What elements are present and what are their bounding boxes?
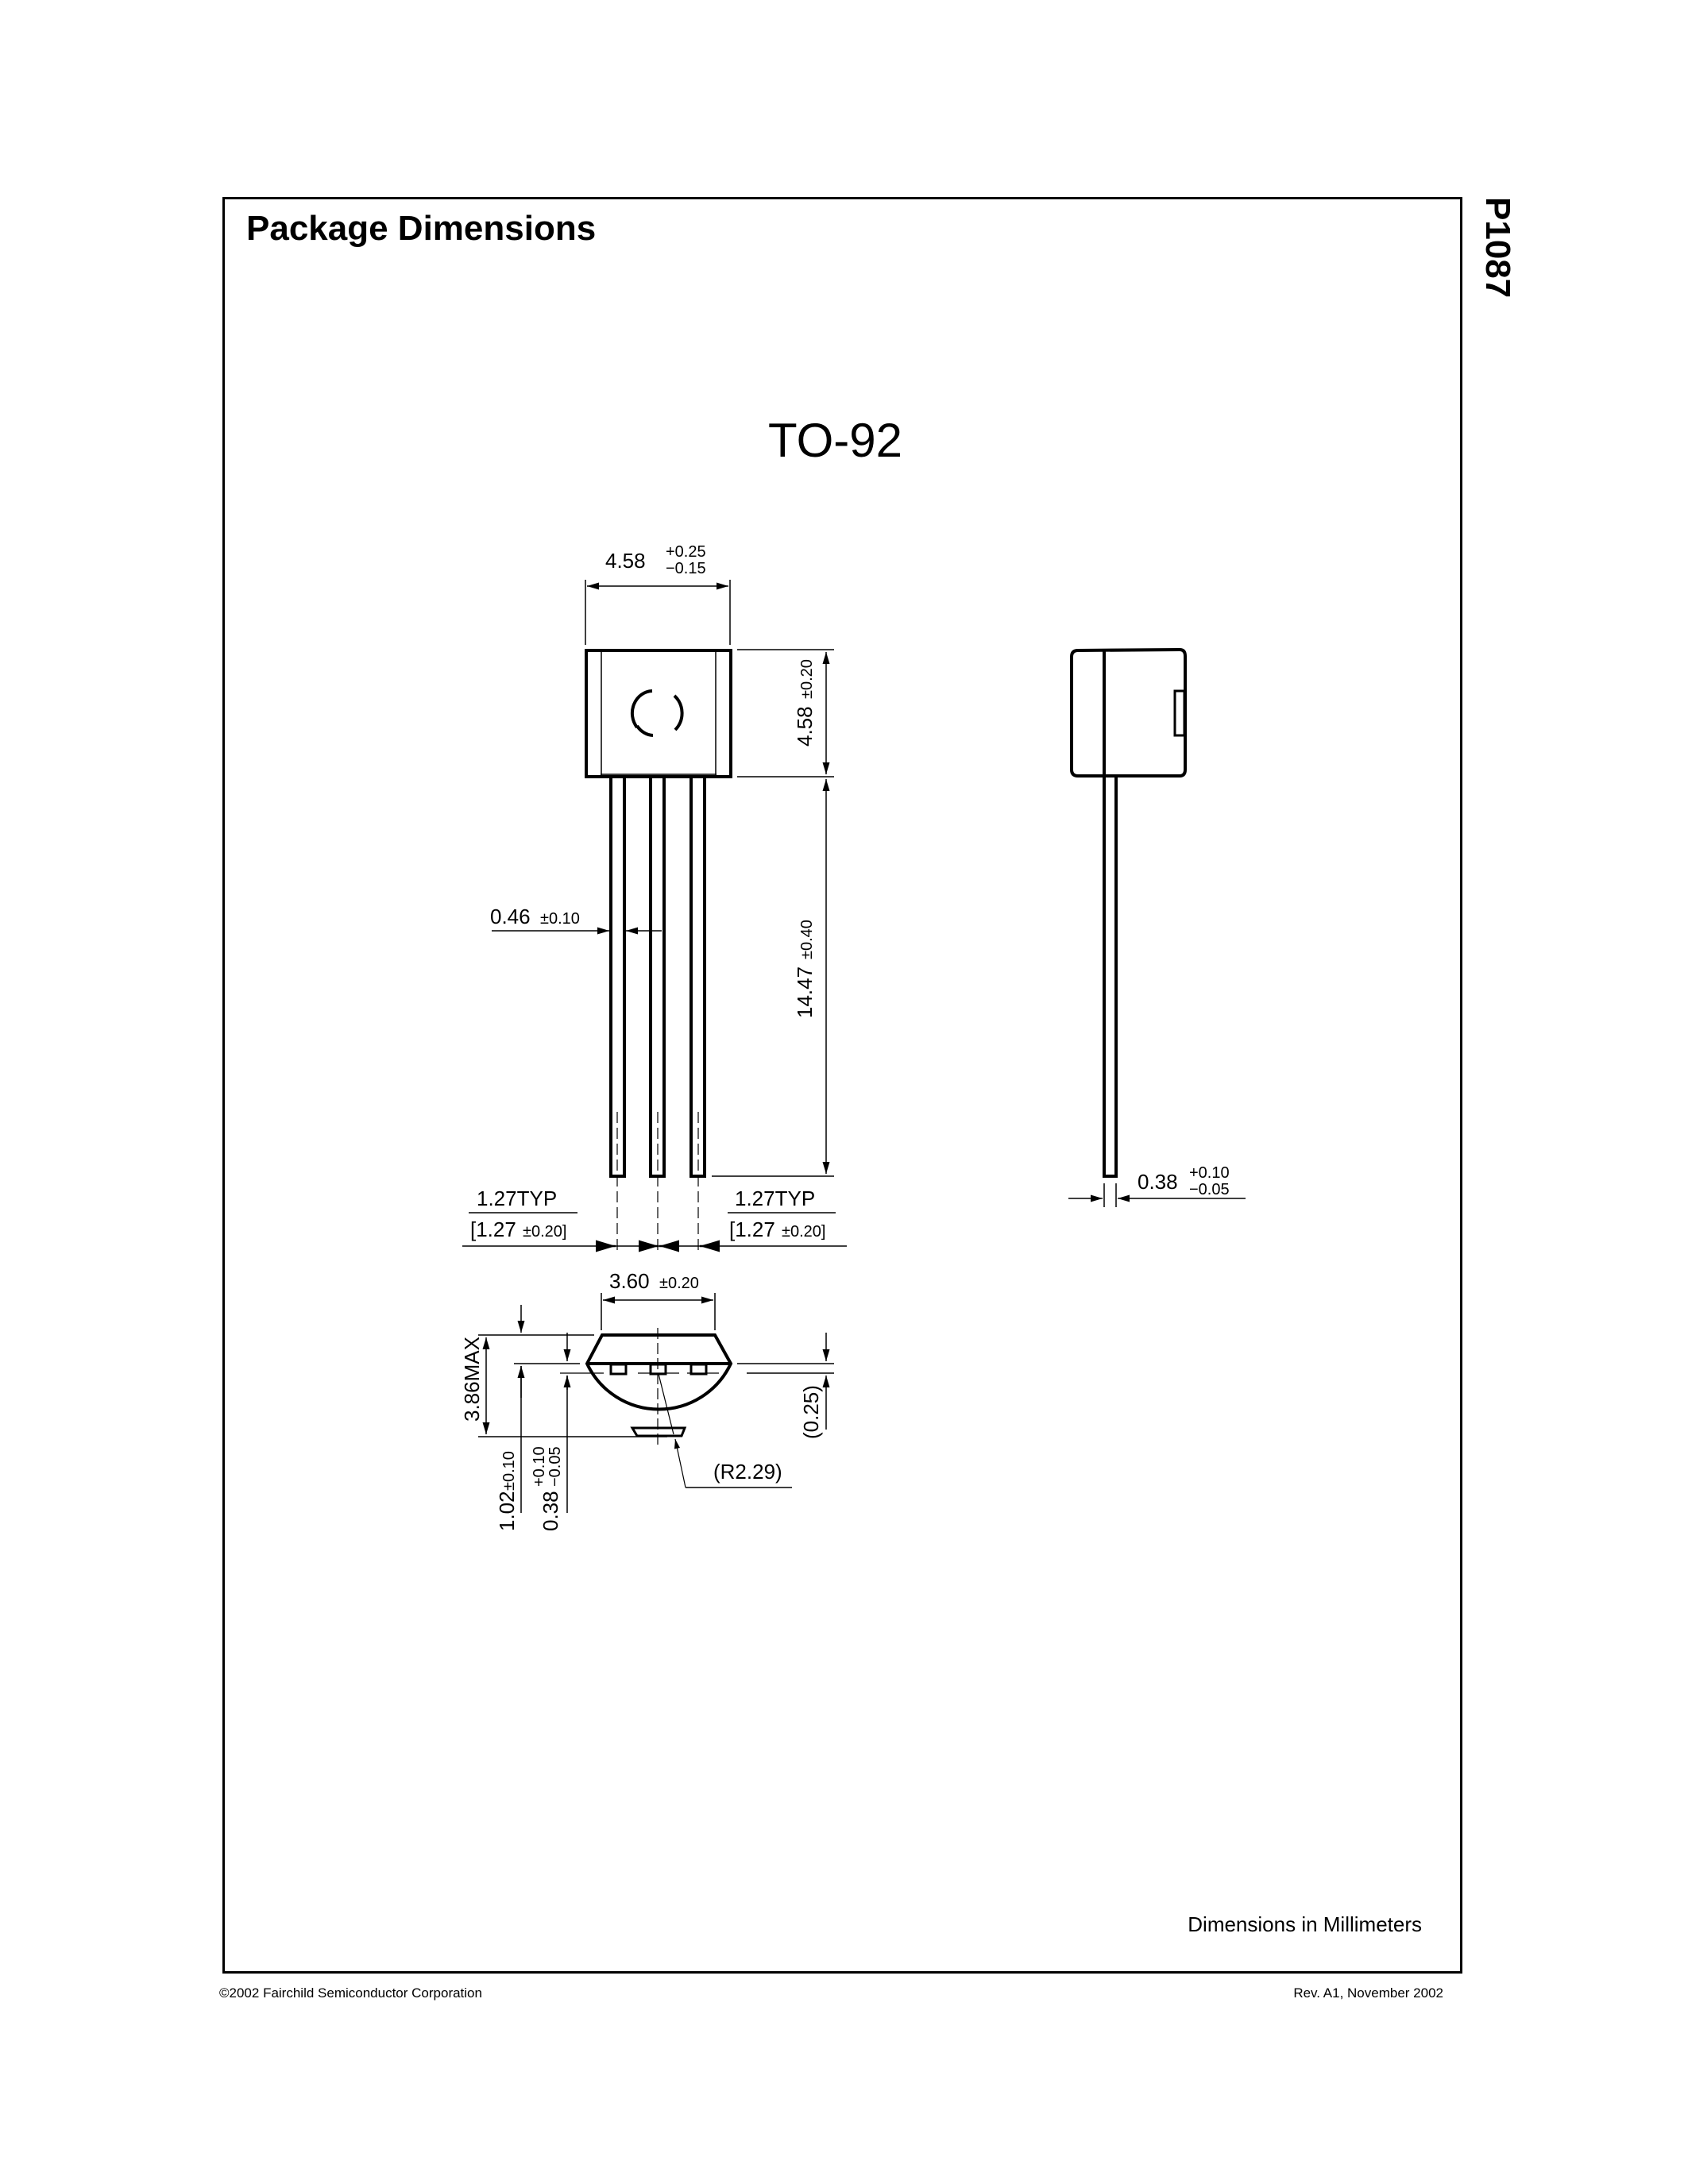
revision-footer: Rev. A1, November 2002 xyxy=(1293,1985,1443,2001)
svg-text:+0.10: +0.10 xyxy=(1189,1164,1230,1182)
svg-text:(0.25): (0.25) xyxy=(799,1385,823,1439)
svg-text:0.38: 0.38 xyxy=(539,1491,562,1531)
units-note: Dimensions in Millimeters xyxy=(1188,1912,1422,1936)
svg-text:0.46: 0.46 xyxy=(490,905,531,928)
svg-text:(R2.29): (R2.29) xyxy=(713,1460,782,1484)
drawing-frame xyxy=(222,197,1462,1974)
svg-text:+0.10: +0.10 xyxy=(531,1446,548,1487)
svg-text:[1.27: [1.27 xyxy=(470,1217,516,1241)
copyright-footer: ©2002 Fairchild Semiconductor Corporatio… xyxy=(219,1985,482,2001)
package-name: TO-92 xyxy=(768,414,902,467)
svg-text:±0.20]: ±0.20] xyxy=(523,1223,566,1241)
svg-text:−0.05: −0.05 xyxy=(1189,1181,1230,1198)
svg-text:±0.10: ±0.10 xyxy=(500,1451,518,1491)
page-title: Package Dimensions xyxy=(246,209,597,248)
front-view xyxy=(462,580,847,1252)
svg-text:+0.25: +0.25 xyxy=(666,543,706,561)
svg-text:±0.20]: ±0.20] xyxy=(782,1223,825,1241)
svg-text:±0.10: ±0.10 xyxy=(540,910,580,928)
svg-text:±0.40: ±0.40 xyxy=(798,920,816,959)
bottom-view xyxy=(478,1293,834,1513)
svg-text:3.60: 3.60 xyxy=(609,1269,650,1293)
part-number: P1087 xyxy=(1478,197,1517,299)
svg-text:±0.20: ±0.20 xyxy=(798,659,816,699)
svg-text:1.27TYP: 1.27TYP xyxy=(735,1187,815,1210)
svg-text:−0.15: −0.15 xyxy=(666,560,706,577)
svg-text:4.58: 4.58 xyxy=(605,549,646,573)
svg-text:14.47: 14.47 xyxy=(793,967,817,1018)
svg-text:0.38: 0.38 xyxy=(1138,1170,1178,1194)
svg-text:±0.20: ±0.20 xyxy=(659,1275,699,1292)
svg-text:[1.27: [1.27 xyxy=(729,1217,775,1241)
svg-text:3.86MAX: 3.86MAX xyxy=(460,1337,484,1422)
side-view xyxy=(1068,647,1246,1207)
svg-text:1.02: 1.02 xyxy=(495,1491,519,1531)
svg-text:4.58: 4.58 xyxy=(793,706,817,747)
side-view-labels: 0.38 +0.10 −0.05 xyxy=(1138,1164,1230,1198)
front-view-labels: 4.58 +0.25 −0.15 4.58 ±0.20 14.47 ±0.40 … xyxy=(470,543,825,1241)
svg-text:−0.05: −0.05 xyxy=(547,1446,564,1487)
svg-text:1.27TYP: 1.27TYP xyxy=(477,1187,557,1210)
bottom-view-labels: 3.60 ±0.20 3.86MAX 1.02 ±0.10 0.38 +0.10… xyxy=(460,1269,823,1531)
